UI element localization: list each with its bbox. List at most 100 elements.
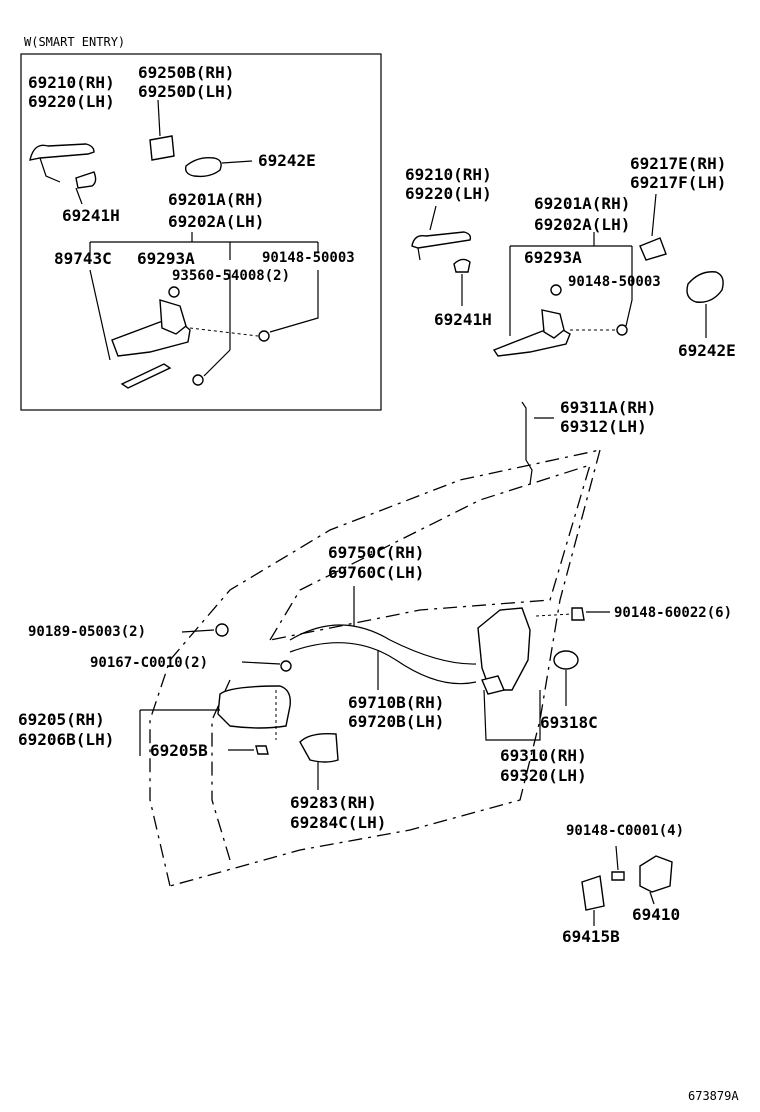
inset-label-93560: 93560-54008(2)	[172, 268, 290, 284]
inset-screw-shape	[258, 330, 270, 342]
label-69311a: 69311A(RH)	[560, 398, 656, 417]
inset-cap-shape	[149, 135, 175, 161]
label-69750c: 69750C(RH)	[328, 543, 424, 562]
label-90167: 90167-C0010(2)	[90, 655, 208, 671]
smart-entry-inset: W(SMART ENTRY) 69210(RH) 69220(LH) 69250…	[20, 35, 382, 411]
inset-label-69250d: 69250D(LH)	[138, 82, 234, 101]
door-group: 69311A(RH) 69312(LH) 69750C(RH) 69760C(L…	[18, 398, 732, 946]
inset-title: W(SMART ENTRY)	[24, 35, 125, 49]
screw-69205b-shape	[255, 745, 269, 755]
label-69205b: 69205B	[150, 741, 208, 760]
inset-label-69293a: 69293A	[137, 249, 195, 268]
bracket-69310	[483, 689, 541, 741]
label-69242e: 69242E	[678, 341, 736, 360]
lever-shape	[541, 309, 565, 339]
label-69310: 69310(RH)	[500, 746, 587, 765]
inset-clip-shape	[168, 286, 180, 298]
leader-90148-c0001	[615, 845, 619, 871]
inset-bolt-shape	[192, 374, 204, 386]
inset-handle-arm-shape	[39, 157, 61, 183]
gasket-69242e-shape	[686, 271, 724, 303]
label-69202a: 69202A(LH)	[534, 215, 630, 234]
bolt-dash-90148	[535, 613, 573, 617]
leader-90189	[181, 629, 215, 633]
label-69241h: 69241H	[434, 310, 492, 329]
window-outline	[269, 464, 591, 641]
inset-label-69250b: 69250B(RH)	[138, 63, 234, 82]
label-90148-c0001: 90148-C0001(4)	[566, 823, 684, 839]
cable-lower-shape	[289, 642, 477, 685]
label-69312: 69312(LH)	[560, 417, 647, 436]
door-lock-shape	[477, 607, 531, 691]
label-69217e: 69217E(RH)	[630, 154, 726, 173]
label-69318c: 69318C	[540, 713, 598, 732]
screw-90148-c0001-shape	[611, 871, 625, 881]
label-69293a: 69293A	[524, 248, 582, 267]
inset-frame	[20, 53, 382, 411]
clip-shape	[550, 284, 562, 296]
label-69284c: 69284C(LH)	[290, 813, 386, 832]
door-lower-outline	[169, 449, 601, 887]
upper-right-group: 69210(RH) 69220(LH) 69217E(RH) 69217F(LH…	[405, 154, 736, 360]
label-69220: 69220(LH)	[405, 184, 492, 203]
label-69710b: 69710B(RH)	[348, 693, 444, 712]
cap-69217-shape	[639, 237, 667, 261]
inset-gasket-shape	[184, 156, 222, 178]
plate-69415b-shape	[581, 875, 605, 911]
screw-shape	[616, 324, 628, 336]
inset-label-90148-50003: 90148-50003	[262, 250, 355, 266]
label-69320: 69320(LH)	[500, 766, 587, 785]
inset-handle-pad-shape	[75, 171, 97, 189]
striker-69410-shape	[639, 855, 673, 893]
grommet-69318c-shape	[553, 650, 579, 670]
door-inner-outline	[211, 679, 231, 861]
handle-pad-shape	[453, 258, 471, 273]
handle-arm-shape	[417, 247, 421, 261]
inset-label-89743c: 89743C	[54, 249, 112, 268]
label-69210: 69210(RH)	[405, 165, 492, 184]
bolt-90148-shape	[571, 607, 585, 621]
lock-rod-shape	[521, 401, 533, 485]
inset-leader-bolt	[203, 349, 231, 377]
inset-label-69201a: 69201A(RH)	[168, 190, 264, 209]
door-outer-outline	[149, 449, 601, 887]
inset-leader-69241h	[75, 187, 83, 205]
bracket-69201a	[509, 232, 633, 336]
inset-leader-69242e	[221, 160, 253, 164]
leader-69217	[651, 193, 657, 237]
leader-69410	[649, 891, 655, 905]
inset-label-69210: 69210(RH)	[28, 73, 115, 92]
diagram-id: 673879A	[688, 1089, 739, 1103]
clip-90189-shape	[215, 623, 229, 637]
label-90148-50003: 90148-50003	[568, 274, 661, 290]
inset-bracket-legs	[89, 269, 319, 361]
inset-screw-dash	[189, 327, 259, 337]
inset-lever-shape	[159, 299, 187, 335]
leader-69210	[429, 205, 437, 231]
label-90189: 90189-05003(2)	[28, 624, 146, 640]
bracket-69205	[139, 709, 220, 756]
cover-69283-shape	[299, 732, 339, 763]
label-69206b: 69206B(LH)	[18, 730, 114, 749]
label-69760c: 69760C(LH)	[328, 563, 424, 582]
inset-leader-69250	[157, 99, 161, 137]
label-69410: 69410	[632, 905, 680, 924]
inset-label-69202a: 69202A(LH)	[168, 212, 264, 231]
label-69217f: 69217F(LH)	[630, 173, 726, 192]
leader-90167	[241, 661, 281, 665]
inset-bracket-top	[89, 232, 319, 260]
inside-handle-shape	[217, 685, 291, 729]
inset-label-69220: 69220(LH)	[28, 92, 115, 111]
lock-tab-shape	[481, 675, 505, 695]
inset-outside-handle-shape	[29, 143, 95, 161]
label-69283: 69283(RH)	[290, 793, 377, 812]
outside-handle-shape	[411, 231, 472, 249]
label-69415b: 69415B	[562, 927, 620, 946]
label-90148-60022: 90148-60022(6)	[614, 605, 732, 621]
inset-plate-shape	[120, 363, 172, 389]
inset-label-69241h: 69241H	[62, 206, 120, 225]
label-69205: 69205(RH)	[18, 710, 105, 729]
label-69201a: 69201A(RH)	[534, 194, 630, 213]
screw-90167-shape	[280, 660, 292, 672]
